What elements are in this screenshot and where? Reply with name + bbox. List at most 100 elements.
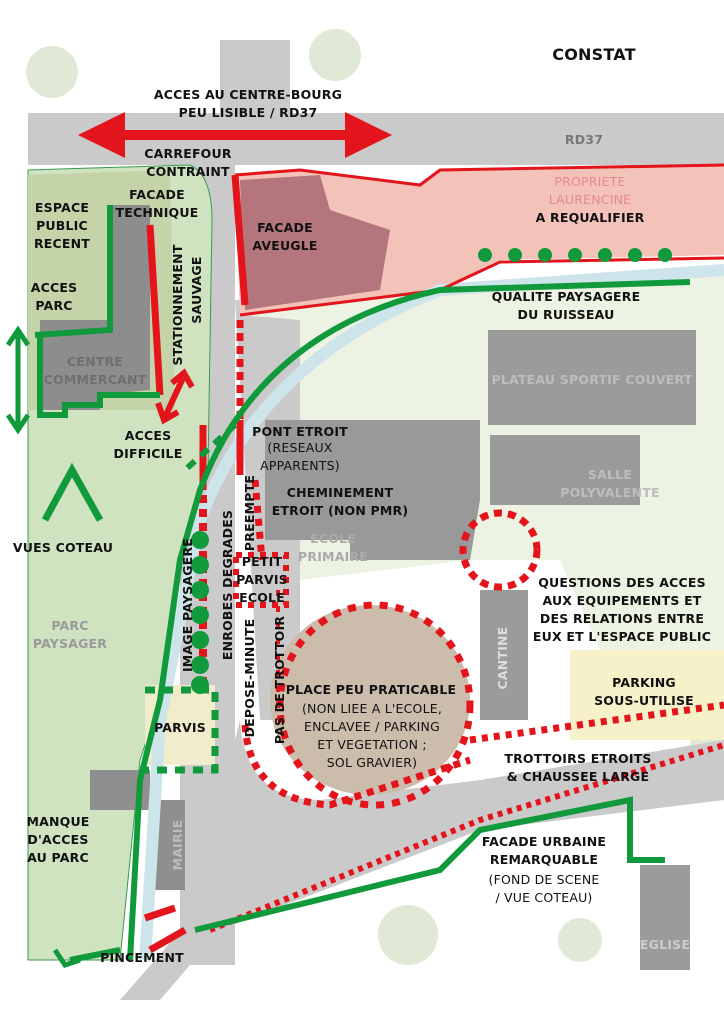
- label-propriete: PROPRIETE LAURENCINE: [549, 173, 632, 209]
- label-parc-paysager: PARC PAYSAGER: [33, 617, 107, 653]
- label-rd37: RD37: [564, 132, 604, 147]
- label-parvis: PARVIS: [154, 720, 206, 735]
- label-line: CENTRE: [66, 354, 124, 369]
- label-line: DIFFICILE: [113, 446, 183, 461]
- label-acces-difficile: ACCES DIFFICILE: [114, 427, 183, 463]
- label-trottoirs: TROTTOIRS ETROITS & CHAUSSEE LARGE: [504, 750, 651, 786]
- label-line: ACCES: [30, 280, 78, 295]
- label-line: FACADE URBAINE: [481, 834, 607, 849]
- place-area: [270, 605, 470, 795]
- ruisseau: [139, 264, 724, 961]
- label-line: & CHAUSSEE LARGE: [506, 769, 650, 784]
- label-pas-de-trottoir: PAS DE TROTTOIR: [272, 615, 287, 745]
- label-line: AU PARC: [27, 850, 89, 865]
- label-depose-minute: DEPOSE-MINUTE: [242, 618, 257, 738]
- label-image-paysagere: IMAGE PAYSAGERE: [180, 537, 195, 673]
- label-line: AUX EQUIPEMENTS ET: [542, 593, 702, 608]
- label-line: ECOLE: [310, 531, 356, 546]
- label-centre-commercant: CENTRE COMMERCANT: [44, 353, 147, 389]
- label-line: APPARENTS): [260, 458, 340, 473]
- label-pont-etroit: PONT ETROIT: [252, 424, 348, 439]
- red-arrow-acces-centre-bourg: [78, 112, 392, 158]
- label-line: ACCES AU CENTRE-BOURG: [153, 87, 343, 102]
- label-espace-public: ESPACE PUBLIC RECENT: [34, 199, 90, 253]
- label-line: ET VEGETATION ;: [317, 737, 427, 752]
- label-line: FACADE: [257, 220, 313, 235]
- label-line: CARREFOUR: [144, 146, 232, 161]
- label-line: PARC: [51, 618, 89, 633]
- label-line: CONTRAINT: [146, 164, 230, 179]
- label-facade-urbaine-note: (FOND DE SCENE / VUE COTEAU): [489, 871, 600, 907]
- label-line: / VUE COTEAU): [495, 890, 593, 905]
- label-line: FACADE: [129, 187, 185, 202]
- label-line: QUALITE PAYSAGERE: [491, 289, 641, 304]
- parking-area: [570, 650, 724, 740]
- label-line: PARC: [35, 298, 73, 313]
- label-petit-parvis: PETIT PARVIS ECOLE: [236, 553, 288, 607]
- label-line: PARVIS: [236, 572, 288, 587]
- label-acces-parc: ACCES PARC: [31, 279, 78, 315]
- label-place-peu-praticable: PLACE PEU PRATICABLE: [285, 682, 457, 697]
- buildings: [40, 205, 696, 970]
- label-line: CHEMINEMENT: [286, 485, 394, 500]
- label-place-note: (NON LIEE A L'ECOLE, ENCLAVEE / PARKING ET…: [302, 700, 442, 772]
- label-line: ENCLAVEE / PARKING: [304, 719, 440, 734]
- label-line: (FOND DE SCENE: [488, 872, 600, 887]
- label-line: SOL GRAVIER): [326, 755, 418, 770]
- facade-aveugle-building: [240, 175, 390, 310]
- label-cantine: CANTINE: [495, 626, 510, 690]
- label-line: ESPACE: [34, 200, 90, 215]
- label-pont-etroit-note: (RESEAUX APPARENTS): [260, 439, 340, 475]
- label-line: D'ACCES: [27, 832, 89, 847]
- label-ecole-primaire: ECOLE PRIMAIRE: [298, 530, 368, 566]
- label-preempte: PREEMPTE: [242, 474, 257, 552]
- label-qualite-paysagere: QUALITE PAYSAGERE DU RUISSEAU: [492, 288, 641, 324]
- label-line: COMMERCANT: [43, 372, 147, 387]
- label-line: (NON LIEE A L'ECOLE,: [301, 701, 443, 716]
- label-carrefour: CARREFOUR CONTRAINT: [144, 145, 231, 181]
- label-eglise: EGLISE: [639, 937, 691, 952]
- label-manque-acces: MANQUE D'ACCES AU PARC: [26, 813, 89, 867]
- tree-row: [191, 248, 672, 694]
- label-plateau-sportif: PLATEAU SPORTIF COUVERT: [491, 372, 693, 387]
- label-line: DES RELATIONS ENTRE: [539, 611, 705, 626]
- label-line: (RESEAUX: [267, 440, 333, 455]
- label-pincement: PINCEMENT: [100, 950, 184, 965]
- label-line: PEU LISIBLE / RD37: [178, 105, 318, 120]
- label-line: ACCES: [124, 428, 172, 443]
- label-sauvage: SAUVAGE: [189, 256, 204, 324]
- label-line: TROTTOIRS ETROITS: [504, 751, 652, 766]
- label-vues-coteau: VUES COTEAU: [12, 540, 114, 555]
- label-line: ECOLE: [239, 590, 285, 605]
- label-line: RECENT: [33, 236, 91, 251]
- label-line: SALLE: [587, 467, 633, 482]
- label-salle-polyvalente: SALLE POLYVALENTE: [560, 466, 660, 502]
- label-mairie: MAIRIE: [170, 819, 185, 871]
- label-line: PETIT: [241, 554, 283, 569]
- label-line: POLYVALENTE: [560, 485, 660, 500]
- label-facade-technique: FACADE TECHNIQUE: [116, 186, 199, 222]
- label-line: PUBLIC: [36, 218, 88, 233]
- label-facade-urbaine: FACADE URBAINE REMARQUABLE: [482, 833, 606, 869]
- label-acces-centre-bourg: ACCES AU CENTRE-BOURG PEU LISIBLE / RD37: [154, 86, 342, 122]
- label-line: ETROIT (NON PMR): [271, 503, 409, 518]
- label-line: MANQUE: [26, 814, 90, 829]
- label-line: DU RUISSEAU: [517, 307, 615, 322]
- label-line: PAYSAGER: [32, 636, 108, 651]
- label-line: PRIMAIRE: [298, 549, 368, 564]
- label-a-requalifier: A REQUALIFIER: [535, 210, 645, 225]
- label-line: EUX ET L'ESPACE PUBLIC: [532, 629, 712, 644]
- label-facade-aveugle: FACADE AVEUGLE: [252, 219, 317, 255]
- label-line: TECHNIQUE: [115, 205, 199, 220]
- label-cheminement: CHEMINEMENT ETROIT (NON PMR): [272, 484, 409, 520]
- label-line: REMARQUABLE: [489, 852, 599, 867]
- quality-lines: [5, 205, 691, 968]
- label-line: PROPRIETE: [554, 174, 626, 189]
- label-line: PARKING: [612, 675, 676, 690]
- label-line: AVEUGLE: [252, 238, 318, 253]
- label-line: LAURENCINE: [548, 192, 632, 207]
- label-stationnement: STATIONNEMENT: [170, 244, 185, 366]
